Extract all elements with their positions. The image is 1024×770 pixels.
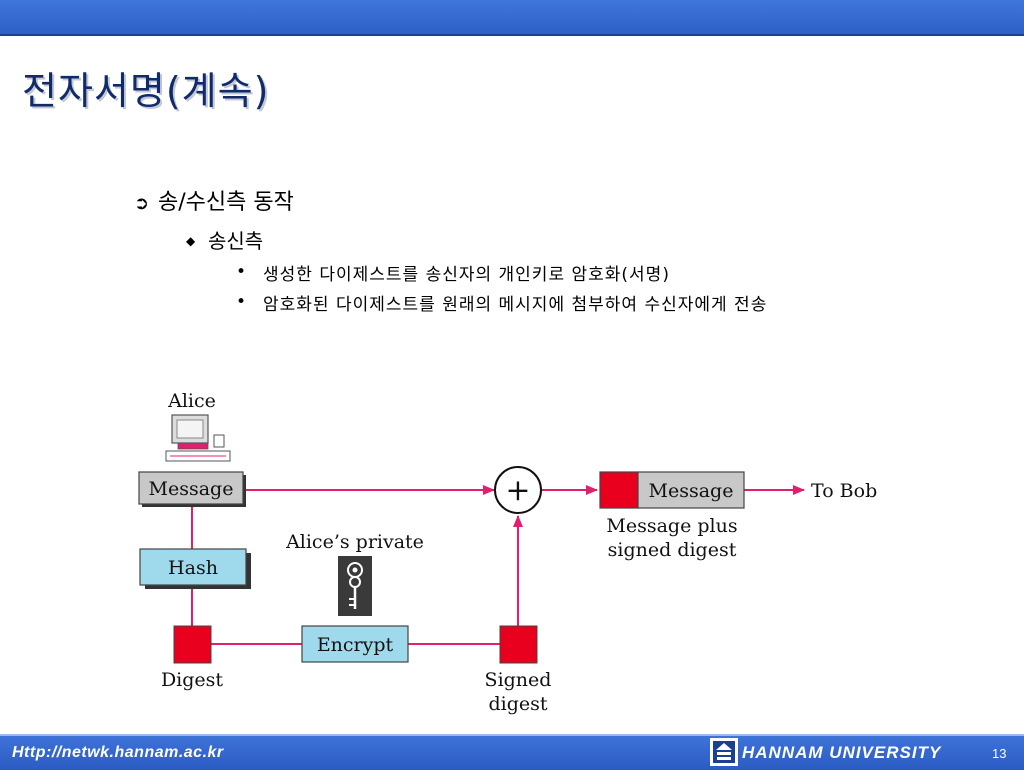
signed-digest-label-line1: Signed [485,669,552,691]
combine-operator: + [494,466,542,514]
output-message-label: Message [649,480,734,502]
hash-box: Hash [139,548,251,589]
encrypt-box: Encrypt [301,625,409,663]
top-banner-divider [0,34,1024,36]
output-signed-digest-box [599,471,639,509]
signing-diagram: Alice Message Hash Digest Alice’s privat… [130,385,920,715]
computer-icon [165,414,231,462]
bullet-level1-text: 송/수신측 동작 [158,190,294,215]
key-icon [338,556,372,616]
connector-lines [191,485,805,645]
output-caption-line2: signed digest [608,539,737,561]
footer-university: HANNAM UNIVERSITY [742,743,942,762]
bullet-level1: ➲ 송/수신측 동작 [134,184,294,216]
plus-icon: + [505,473,530,508]
hannam-logo-graphic [713,741,735,763]
message-box: Message [138,471,246,507]
output-message-box [637,471,745,509]
output-package: Message [599,471,745,509]
output-caption-line1: Message plus [606,515,737,537]
bullet-level3-text: 암호화된 다이제스트를 원래의 메시지에 첨부하여 수신자에게 전송 [263,295,768,315]
bullet-level3-text: 생성한 다이제스트를 송신자의 개인키로 암호화(서명) [263,265,670,285]
signing-diagram-svg: Alice Message Hash Digest Alice’s privat… [138,390,877,715]
signed-digest-label-line2: digest [488,693,547,715]
digest-box [173,625,212,664]
page-number: 13 [992,746,1007,761]
alice-label: Alice [167,390,216,412]
hash-label: Hash [168,557,218,579]
diamond-bullet-icon: ◆ [186,234,196,248]
signed-digest-box [499,625,538,664]
dot-bullet-icon: • [236,292,247,312]
encrypt-label: Encrypt [317,634,394,656]
arrow-bullet-icon: ➲ [134,193,150,214]
slide-title: 전자서명(계속) [22,69,270,113]
hannam-logo-icon [710,738,738,766]
key-label: Alice’s private [285,531,424,553]
top-banner [0,0,1024,34]
bullet-level2: ◆ 송신측 [186,225,263,254]
digest-label: Digest [161,669,223,691]
to-bob-label: To Bob [811,480,877,502]
message-label: Message [149,478,234,500]
bullet-level2-text: 송신측 [208,229,264,253]
footer-bar: Http://netwk.hannam.ac.kr HANNAM UNIVERS… [0,734,1024,770]
dot-bullet-icon: • [236,262,247,282]
footer-url: Http://netwk.hannam.ac.kr [12,744,224,761]
